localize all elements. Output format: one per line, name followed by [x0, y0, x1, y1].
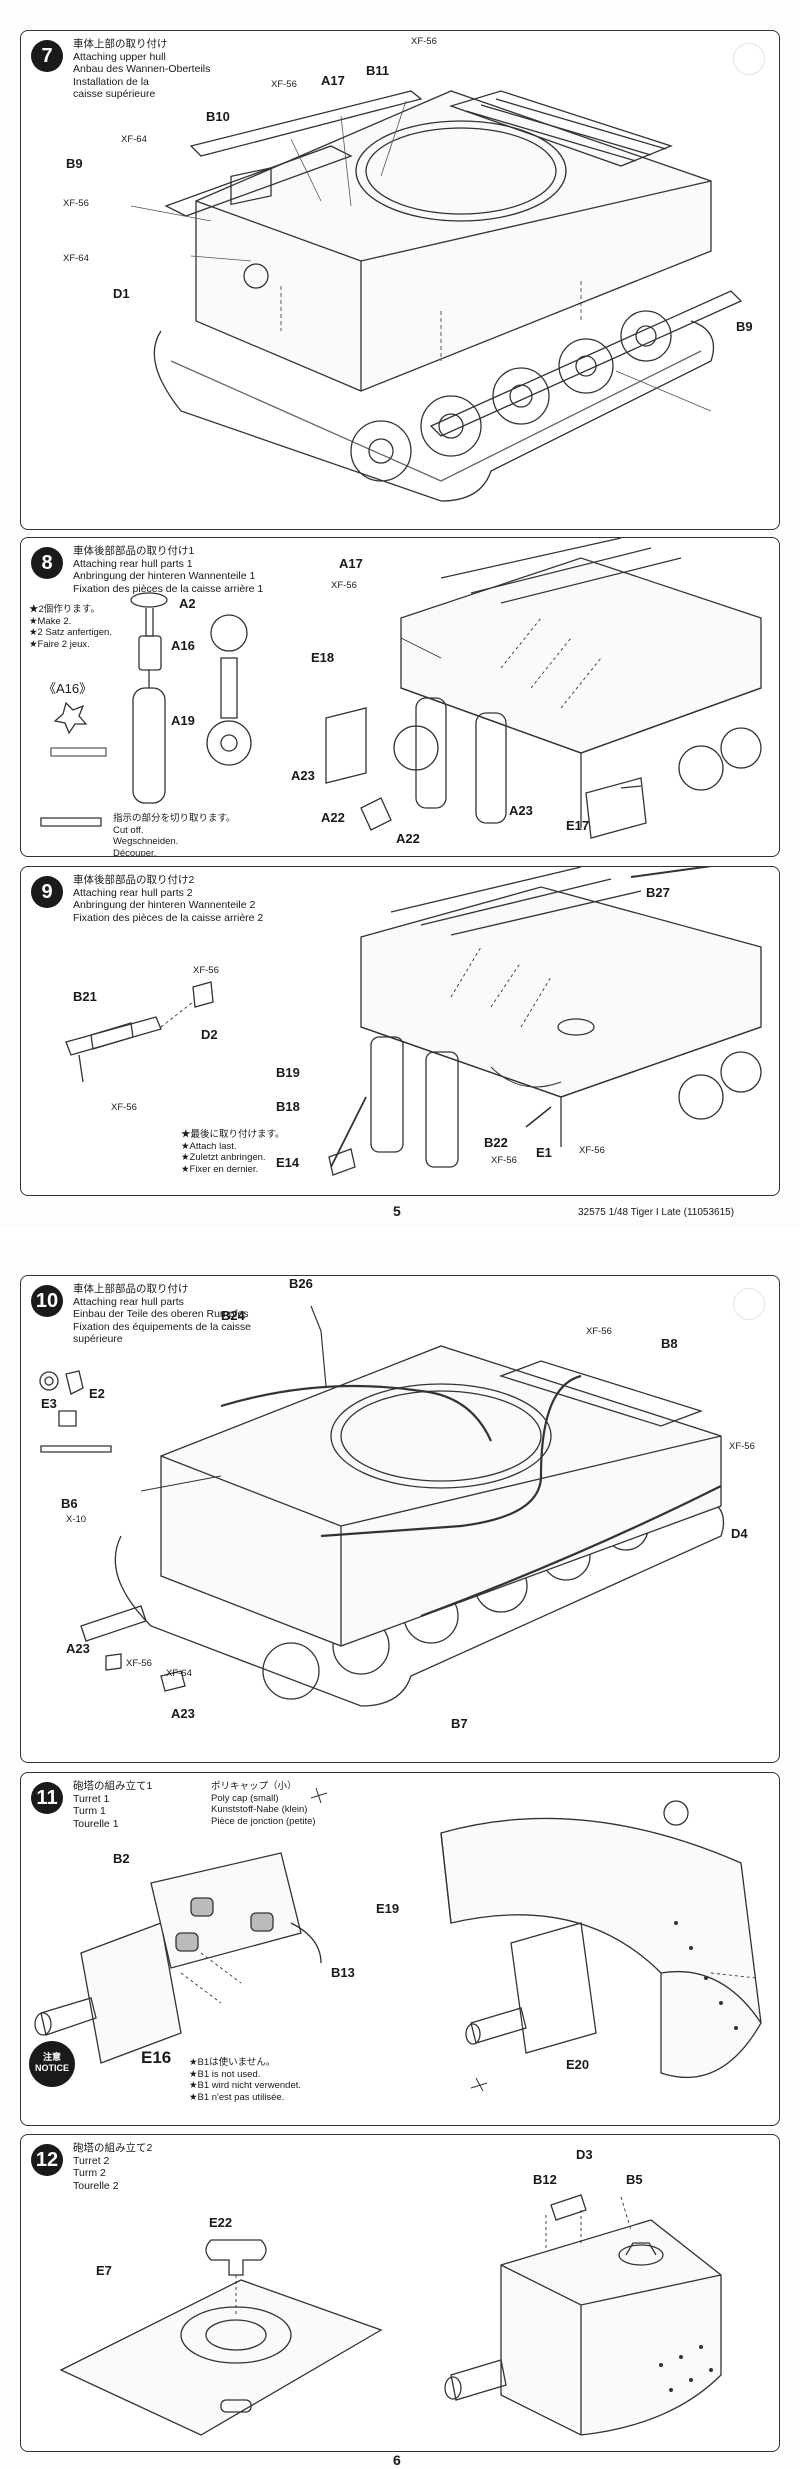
- turret-diagram-2: [59, 2194, 722, 2436]
- part-label: D2: [201, 1027, 218, 1042]
- notice-badge: 注意 NOTICE: [29, 2041, 75, 2087]
- part-label: A2: [179, 596, 196, 611]
- step-title: 車体上部部品の取り付け Attaching rear hull parts Ei…: [73, 1283, 252, 1345]
- part-label: E18: [311, 650, 335, 665]
- part-label: A22: [321, 810, 345, 825]
- make-2-note: ★2個作ります。 ★Make 2. ★2 Satz anfertigen. ★F…: [29, 604, 112, 650]
- part-label: B6: [61, 1496, 78, 1511]
- step-number: 11: [31, 1782, 63, 1814]
- paint-code: XF-64: [63, 253, 89, 264]
- paint-code: XF-56: [579, 1145, 605, 1156]
- part-label: E14: [276, 1155, 300, 1170]
- part-label: A17: [339, 556, 363, 571]
- step-9-panel: 9 車体後部部品の取り付け2 Attaching rear hull parts…: [20, 866, 780, 1196]
- paint-code: XF-56: [331, 580, 357, 591]
- poly-cap-note: ポリキャップ（小） Poly cap (small) Kunststoff-Na…: [211, 1781, 316, 1827]
- part-label: B7: [451, 1716, 468, 1731]
- page-number: 5: [393, 1203, 401, 1219]
- part-label: E16: [141, 2048, 172, 2067]
- paint-code: XF-56: [193, 965, 219, 976]
- part-label: E1: [536, 1145, 552, 1160]
- rear-hull-diagram-2: [65, 867, 762, 1176]
- part-label: B21: [73, 989, 97, 1004]
- part-label: E19: [376, 1901, 400, 1916]
- part-label: A23: [66, 1641, 90, 1656]
- part-label: B24: [221, 1308, 245, 1323]
- part-label: B8: [661, 1336, 678, 1351]
- part-label: B9: [736, 319, 753, 334]
- part-label: E17: [566, 818, 590, 833]
- part-label: B13: [331, 1965, 355, 1980]
- turret-diagram-1: [34, 1787, 762, 2092]
- part-label: A23: [291, 768, 315, 783]
- paint-code: XF-56: [111, 1102, 137, 1113]
- paint-code: XF-56: [586, 1326, 612, 1337]
- paint-code: XF-56: [729, 1441, 755, 1452]
- step-title: 砲塔の組み立て1 Turret 1 Turm 1 Tourelle 1: [73, 1780, 153, 1830]
- step-10-panel: 10 車体上部部品の取り付け Attaching rear hull parts…: [20, 1275, 780, 1763]
- upper-hull-diagram: [130, 90, 743, 502]
- part-label: B22: [484, 1135, 508, 1150]
- cut-off-note: 指示の部分を切り取ります。 Cut off. Wegschneiden. Déc…: [113, 813, 236, 857]
- step-title: 車体後部部品の取り付け2 Attaching rear hull parts 2…: [73, 874, 264, 924]
- b1-not-used-note: ★B1は使いません。 ★B1 is not used. ★B1 wird nic…: [189, 2057, 302, 2103]
- paint-code: XF-56: [126, 1658, 152, 1669]
- watermark-icon: [733, 1288, 765, 1320]
- part-label: B26: [289, 1276, 313, 1291]
- part-label: D1: [113, 286, 130, 301]
- step-number: 7: [31, 40, 63, 72]
- step-number: 10: [31, 1285, 63, 1317]
- part-label: B11: [366, 63, 390, 78]
- step-number: 9: [31, 876, 63, 908]
- part-label: B18: [276, 1099, 300, 1114]
- part-label: E2: [89, 1386, 105, 1401]
- step-title: 車体後部部品の取り付け1 Attaching rear hull parts 1…: [73, 545, 264, 595]
- paint-code: XF-64: [166, 1668, 192, 1679]
- hull-cables-diagram: [39, 1305, 725, 1707]
- step-11-panel: 11 砲塔の組み立て1 Turret 1 Turm 1 Tourelle 1 ポ…: [20, 1772, 780, 2126]
- paint-code: XF-56: [411, 36, 437, 47]
- part-label: A23: [509, 803, 533, 818]
- paint-code: X-10: [66, 1514, 87, 1525]
- paint-code: XF-56: [491, 1155, 517, 1166]
- kit-code: 32575 1/48 Tiger I Late (11053615): [578, 1207, 735, 1218]
- step-number: 12: [31, 2144, 63, 2176]
- part-label: B9: [66, 156, 83, 171]
- step-number: 8: [31, 547, 63, 579]
- step-7-panel: 7 車体上部の取り付け Attaching upper hull Anbau d…: [20, 30, 780, 530]
- part-label: B10: [206, 109, 230, 124]
- part-label: E3: [41, 1396, 57, 1411]
- instruction-page-5: 7 車体上部の取り付け Attaching upper hull Anbau d…: [0, 0, 800, 1228]
- step-8-panel: 8 車体後部部品の取り付け1 Attaching rear hull parts…: [20, 537, 780, 857]
- part-label: D3: [576, 2147, 593, 2162]
- part-label: A16: [171, 638, 195, 653]
- paint-code: XF-64: [121, 134, 147, 145]
- part-label: E7: [96, 2263, 112, 2278]
- part-label: E22: [209, 2215, 233, 2230]
- part-label: B5: [626, 2172, 643, 2187]
- part-detail-label: 《A16》: [43, 681, 93, 696]
- attach-last-note: ★最後に取り付けます。 ★Attach last. ★Zuletzt anbri…: [181, 1129, 285, 1175]
- instruction-page-6: 10 車体上部部品の取り付け Attaching rear hull parts…: [0, 1240, 800, 2469]
- part-label: B12: [533, 2172, 557, 2187]
- rear-hull-diagram-1: [40, 538, 762, 839]
- paint-code: XF-56: [63, 198, 89, 209]
- part-label: E20: [566, 2057, 590, 2072]
- part-label: B27: [646, 885, 670, 900]
- part-label: A17: [321, 73, 345, 88]
- part-label: A19: [171, 713, 195, 728]
- paint-code: XF-56: [271, 79, 297, 90]
- part-label: A23: [171, 1706, 195, 1721]
- page-number: 6: [393, 2452, 401, 2468]
- part-label: B19: [276, 1065, 300, 1080]
- step-title: 砲塔の組み立て2 Turret 2 Turm 2 Tourelle 2: [73, 2142, 153, 2192]
- part-label: D4: [731, 1526, 748, 1541]
- step-12-panel: 12 砲塔の組み立て2 Turret 2 Turm 2 Tourelle 2: [20, 2134, 780, 2452]
- part-label: B2: [113, 1851, 130, 1866]
- watermark-icon: [733, 43, 765, 75]
- step-title: 車体上部の取り付け Attaching upper hull Anbau des…: [73, 38, 211, 100]
- part-label: A22: [396, 831, 420, 846]
